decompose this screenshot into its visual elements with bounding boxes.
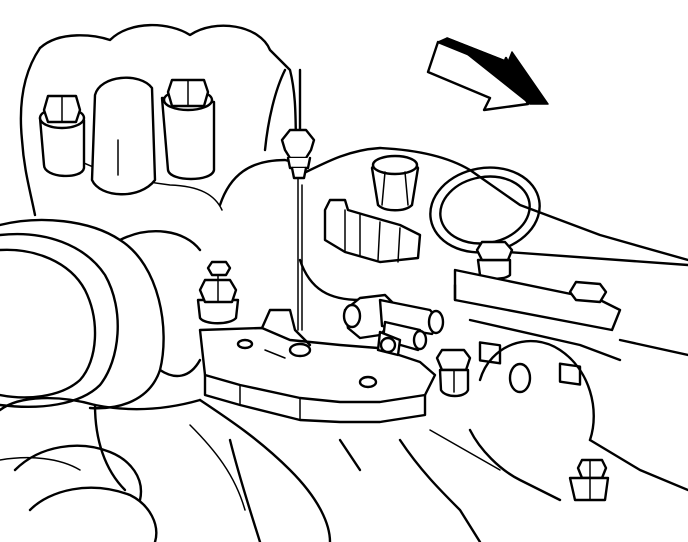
- left-stud-bolt: [196, 260, 240, 325]
- arrow-icon: [426, 37, 549, 112]
- engine-casting: [19, 23, 688, 267]
- connector-fittings: [342, 293, 445, 357]
- right-stud-bolt: [435, 348, 472, 398]
- lower-left-casting: [0, 396, 332, 542]
- mounting-bracket: [198, 308, 437, 424]
- bottom-right-bolt: [568, 458, 610, 502]
- right-rail: [453, 268, 622, 386]
- sensor-connector: [298, 198, 422, 302]
- alternator-housing: [0, 218, 202, 410]
- upper-left-bolts: [38, 76, 216, 196]
- installing-bolt: [280, 68, 316, 331]
- right-lower-casting: [338, 338, 688, 542]
- ring-assembly: [370, 154, 541, 280]
